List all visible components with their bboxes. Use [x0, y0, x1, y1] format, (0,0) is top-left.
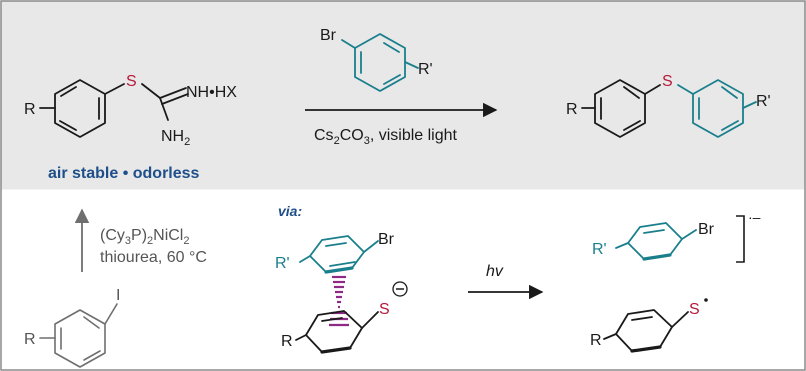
complex-r: R	[281, 333, 293, 350]
air-stable-label: air stable • odorless	[48, 165, 200, 182]
hv-label: hv	[486, 263, 504, 280]
product-sulfur-atom: S	[662, 73, 673, 90]
thiyl-sulfur: S	[689, 301, 700, 318]
aryl-iodide: R I	[24, 287, 120, 368]
top-panel	[1, 1, 805, 191]
reaction-conditions: Cs2CO3, visible light	[314, 127, 458, 147]
thiyl-radical: R S	[590, 298, 708, 353]
iodide-r-substituent: R	[24, 331, 36, 348]
r-substituent: R	[24, 101, 36, 118]
complex-bromine: Br	[378, 231, 395, 248]
amino-label: NH2	[161, 128, 190, 148]
sulfur-atom: S	[126, 73, 137, 90]
thiourea-conditions: thiourea, 60 °C	[100, 249, 207, 266]
thiyl-r: R	[590, 332, 602, 349]
radical-dot-icon	[704, 298, 708, 302]
complex-thiolate-sulfur: S	[379, 301, 390, 318]
via-label: via:	[278, 203, 302, 219]
catalyst-label: (Cy3P)2NiCl2	[100, 227, 189, 247]
diaryl-sulfide-product: R S R'	[566, 73, 771, 138]
product-r-substituent: R	[566, 101, 578, 118]
radical-r-prime: R'	[592, 241, 607, 258]
thiouronium-salt: R S NH•HX NH2	[24, 73, 237, 148]
iodine-atom: I	[116, 287, 120, 304]
radical-anion-charge: ·–	[748, 209, 761, 225]
radical-bromine: Br	[698, 221, 715, 238]
r-prime-substituent: R'	[418, 61, 433, 78]
bromine-atom: Br	[320, 27, 337, 44]
edonor-acceptor-complex: Br R' R S	[275, 231, 408, 354]
iminium-label: NH•HX	[186, 84, 237, 101]
bracket	[736, 215, 745, 263]
negative-charge-icon	[392, 281, 408, 297]
complex-r-prime: R'	[275, 255, 290, 272]
radical-anion: Br R' ·–	[592, 209, 761, 263]
bromoarene-reagent: Br R'	[320, 27, 433, 92]
product-r-prime-substituent: R'	[756, 93, 771, 110]
